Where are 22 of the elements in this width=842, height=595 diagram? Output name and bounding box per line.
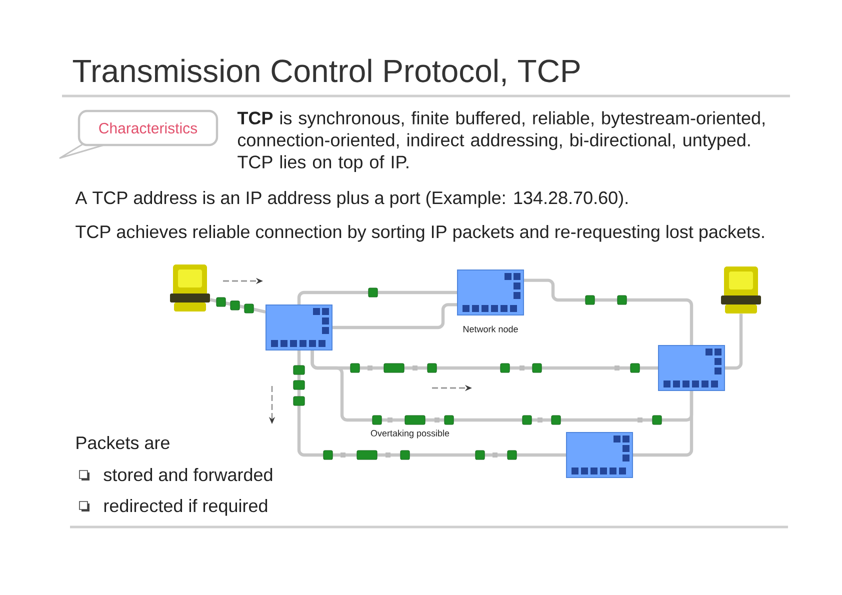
computer-icon (170, 264, 210, 312)
annotation: Overtaking possible (370, 430, 450, 438)
callout-bubble: Characteristics (59, 110, 218, 159)
connection-line (524, 278, 694, 345)
router-box (266, 304, 332, 350)
connection-line (332, 303, 457, 330)
title: Transmission Control Protocol, TCP (72, 58, 580, 86)
list-item: stored and forwarded (104, 468, 272, 482)
router-box (457, 270, 524, 316)
list-heading: Packets are (76, 436, 170, 450)
body-text: TCP achieves reliable connection by sorting IP packets and re-requesting lost packets. (76, 224, 764, 242)
list-item: redirected if required (104, 498, 268, 516)
connection-line (297, 290, 457, 304)
connection-line (633, 391, 694, 457)
connection-line (297, 350, 566, 457)
node-caption: Network node (463, 326, 518, 332)
router-box (566, 432, 633, 478)
computer-icon (721, 266, 761, 314)
body-text: A TCP address is an IP address plus a port (Example: 134.28.70.60). (75, 190, 628, 208)
router-box (658, 345, 725, 391)
connection-line (725, 314, 743, 370)
body-text: TCP is synchronous, finite buffered, reliable, bytestream-oriented, connection-oriented, indirect addressing, bi-directional, untyped. TCP lies on top of IP. (237, 111, 764, 172)
